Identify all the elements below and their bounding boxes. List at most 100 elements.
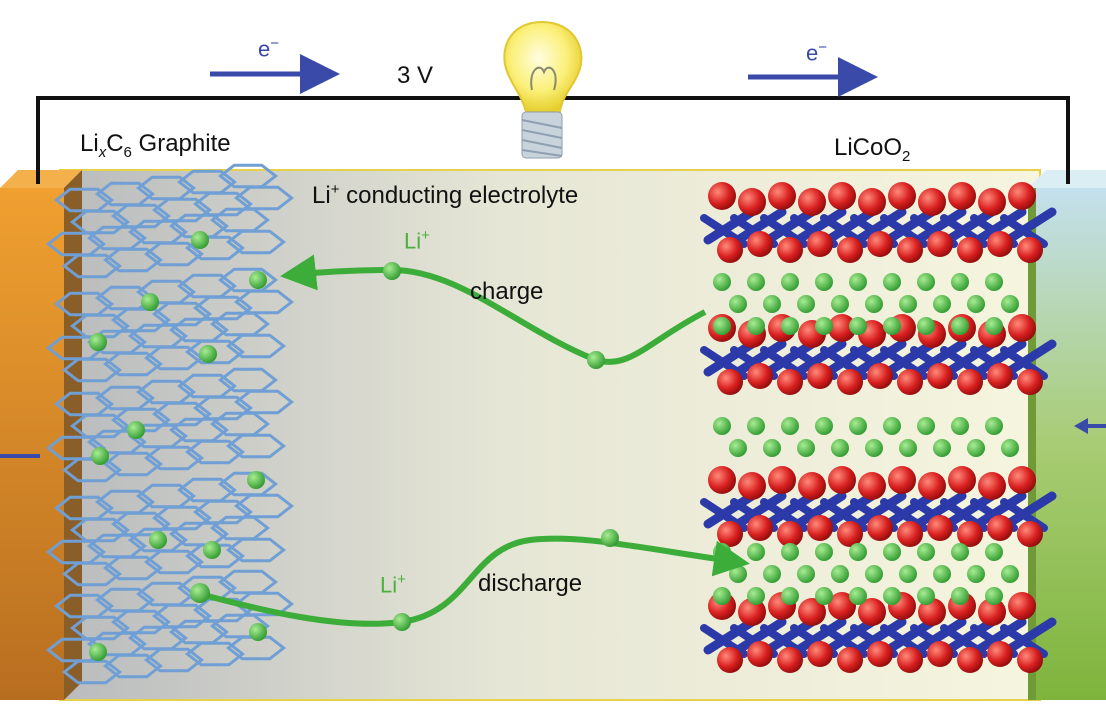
oxygen-atom [807, 515, 833, 541]
co-o-bond [823, 617, 877, 655]
lithium-ion [713, 587, 731, 605]
oxygen-atom [828, 466, 856, 494]
co-o-bond [853, 339, 907, 377]
lithium-ion [865, 439, 883, 457]
lithium-ion [781, 317, 799, 335]
cathode-current-collector [1028, 170, 1106, 700]
oxygen-atom [828, 314, 856, 342]
lithium-ion [951, 273, 969, 291]
co-o-bond [733, 207, 787, 245]
graphite-hexagon [184, 641, 246, 667]
discharge-path-ion [393, 613, 411, 631]
lithium-ion [865, 565, 883, 583]
graphite-hexagon [225, 537, 287, 563]
graphite-hexagon [143, 445, 205, 471]
electrolyte-label: Li+ conducting electrolyte [312, 181, 579, 209]
lithium-ion [149, 531, 167, 549]
charge-path-ion [383, 262, 401, 280]
oxygen-atom [717, 369, 743, 395]
graphite-hexagon [192, 499, 254, 525]
co-o-bond [913, 617, 967, 655]
lithium-ion [763, 565, 781, 583]
lithium-ion [781, 273, 799, 291]
lithium-ion [747, 317, 765, 335]
co-o-bond [793, 339, 847, 377]
charge-path-arrow [280, 254, 707, 365]
graphite-hexagon [233, 289, 295, 315]
oxygen-atom [738, 188, 766, 216]
oxygen-atom [867, 363, 893, 389]
oxygen-atom [957, 237, 983, 263]
graphite-hexagon [192, 395, 254, 421]
lithium-ion [713, 273, 731, 291]
oxygen-atom [837, 521, 863, 547]
co-o-bond [703, 491, 757, 529]
graphite-hexagon [192, 597, 254, 623]
lithium-ion [249, 623, 267, 641]
lithium-ion [747, 417, 765, 435]
lithium-ion [883, 273, 901, 291]
discharge-path-ion [601, 529, 619, 547]
lithium-ion [781, 417, 799, 435]
charge-label: charge [470, 278, 544, 305]
oxygen-atom [918, 598, 946, 626]
graphite-hexagon [233, 493, 295, 519]
oxygen-atom [1008, 182, 1036, 210]
lithium-ion [763, 295, 781, 313]
oxygen-atom [1008, 314, 1036, 342]
co-o-bond [853, 207, 907, 245]
graphite-hexagon [102, 351, 164, 377]
lithium-ion [849, 317, 867, 335]
lithium-ion [713, 417, 731, 435]
oxygen-atom [927, 515, 953, 541]
oxygen-atom [738, 598, 766, 626]
lithium-ion [899, 439, 917, 457]
oxygen-atom [858, 472, 886, 500]
co-o-bond [883, 617, 937, 655]
co-o-bond [883, 339, 937, 377]
lithium-ion [797, 295, 815, 313]
co-o-bond [793, 617, 847, 655]
graphite-hexagon [102, 451, 164, 477]
electron-label-left: e− [258, 35, 280, 62]
lithium-ion [849, 273, 867, 291]
co-o-bond [943, 207, 997, 245]
oxygen-atom [798, 598, 826, 626]
oxygen-atom [957, 647, 983, 673]
oxygen-atom [978, 188, 1006, 216]
lithium-ion [917, 273, 935, 291]
graphite-hexagon [225, 333, 287, 359]
lithium-ions-in-graphite [89, 231, 267, 661]
co-o-bond [703, 207, 757, 245]
lithium-ion [985, 587, 1003, 605]
oxygen-atom [837, 369, 863, 395]
lithium-ion [849, 417, 867, 435]
graphite-hexagon [184, 235, 246, 261]
oxygen-atom [1017, 521, 1043, 547]
charge-path-ion [587, 351, 605, 369]
lithium-ion [967, 295, 985, 313]
graphite-hexagon [192, 191, 254, 217]
graphite-hexagon [143, 549, 205, 575]
lithium-ion [729, 439, 747, 457]
lithium-ion [849, 543, 867, 561]
lithium-ion [815, 587, 833, 605]
lithium-ion [199, 345, 217, 363]
graphite-hexagon [151, 197, 213, 223]
oxygen-atom [717, 237, 743, 263]
lithium-ion [917, 587, 935, 605]
co-o-bond [883, 491, 937, 529]
graphite-hexagon [151, 401, 213, 427]
lithium-ion [249, 271, 267, 289]
lithium-ion [899, 565, 917, 583]
co-o-bond [823, 339, 877, 377]
oxygen-atom [777, 647, 803, 673]
lithium-ion [1001, 565, 1019, 583]
oxygen-atom [897, 521, 923, 547]
oxygen-atom [927, 363, 953, 389]
oxygen-atom [867, 641, 893, 667]
lithium-ion [747, 543, 765, 561]
co-o-bond [1003, 339, 1057, 377]
co-o-bond [1003, 491, 1057, 529]
graphite-hexagon [102, 653, 164, 679]
